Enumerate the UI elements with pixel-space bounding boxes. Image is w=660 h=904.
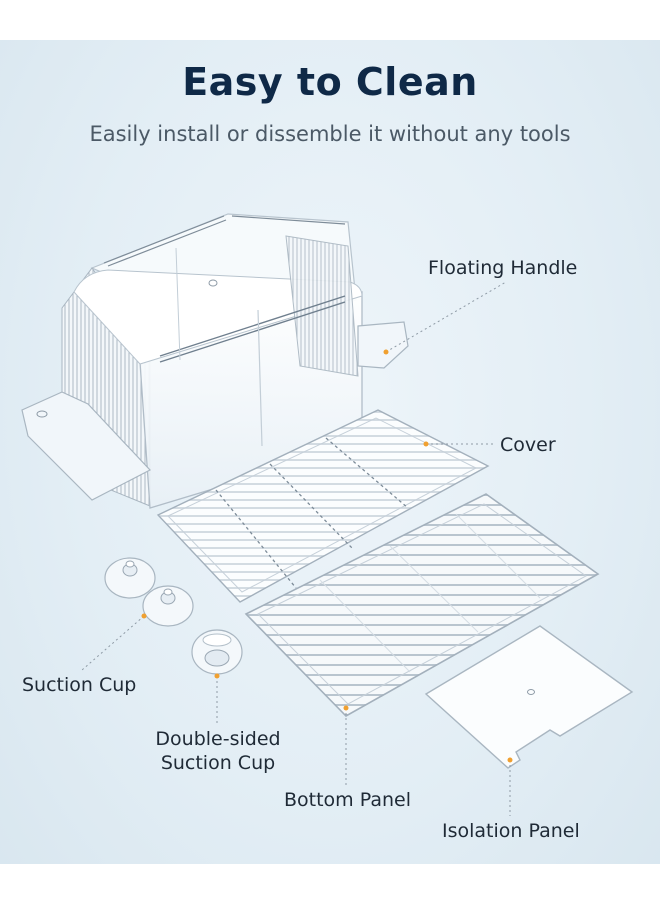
suction-cup-1 [104, 557, 156, 599]
isolation-panel [424, 625, 634, 769]
double-sided-suction-cup [191, 629, 243, 675]
label-bottom-panel: Bottom Panel [284, 789, 411, 811]
top-margin [0, 0, 660, 40]
page-subtitle: Easily install or dissemble it without a… [89, 122, 571, 146]
callout-lines [81, 281, 511, 816]
suction-cup-2 [142, 585, 194, 627]
label-isolation-panel: Isolation Panel [442, 820, 580, 842]
cover-panel [156, 409, 490, 603]
bottom-panel [244, 493, 600, 717]
label-double-sided-line1: Double-sided [155, 728, 281, 750]
bottom-margin [0, 864, 660, 904]
label-suction-cup: Suction Cup [22, 674, 137, 696]
label-cover: Cover [500, 434, 556, 456]
page-title: Easy to Clean [182, 60, 478, 104]
callout-dots [141, 349, 513, 763]
label-double-sided-line2: Suction Cup [160, 752, 276, 774]
label-floating-handle: Floating Handle [428, 257, 578, 279]
